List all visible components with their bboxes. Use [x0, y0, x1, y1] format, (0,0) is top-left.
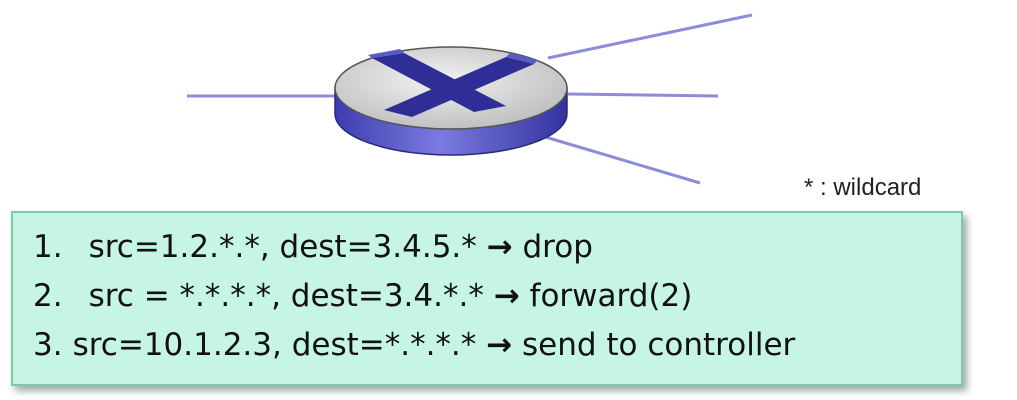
rule-action: forward(2)	[519, 278, 693, 314]
wildcard-note: * : wildcard	[804, 174, 922, 201]
switch-diagram	[187, 13, 753, 185]
rule-action: drop	[512, 229, 593, 265]
switch-cross-icon	[368, 49, 538, 117]
flow-rules-box: 1.src=1.2.*.*, dest=3.4.5.* → drop 2.src…	[11, 211, 963, 386]
flow-rule-2: 2. src = *.*.*.*, dest=3.4.*.* → forward(…	[33, 272, 961, 321]
right-arrow-icon: →	[486, 327, 513, 363]
link-right	[567, 92, 719, 98]
switch	[334, 46, 568, 156]
right-arrow-icon: →	[493, 278, 520, 314]
flow-rule-1: 1. src=1.2.*.*, dest=3.4.5.* → drop	[33, 223, 961, 272]
rule-number: 1.	[33, 229, 63, 265]
rule-number: 2.	[33, 278, 63, 314]
right-arrow-icon: →	[486, 229, 513, 265]
rule-match: src=1.2.*.*, dest=3.4.5.*	[88, 229, 487, 265]
flow-rule-3: 3.src=10.1.2.3, dest=*.*.*.* → send to c…	[33, 321, 961, 370]
link-upper-right	[547, 13, 753, 60]
rule-number: 3.	[33, 327, 63, 363]
rule-match: src = *.*.*.*, dest=3.4.*.*	[88, 278, 494, 314]
rule-match: src=10.1.2.3, dest=*.*.*.*	[72, 327, 487, 363]
rule-action: send to controller	[512, 327, 796, 363]
link-lower-right	[541, 134, 701, 185]
